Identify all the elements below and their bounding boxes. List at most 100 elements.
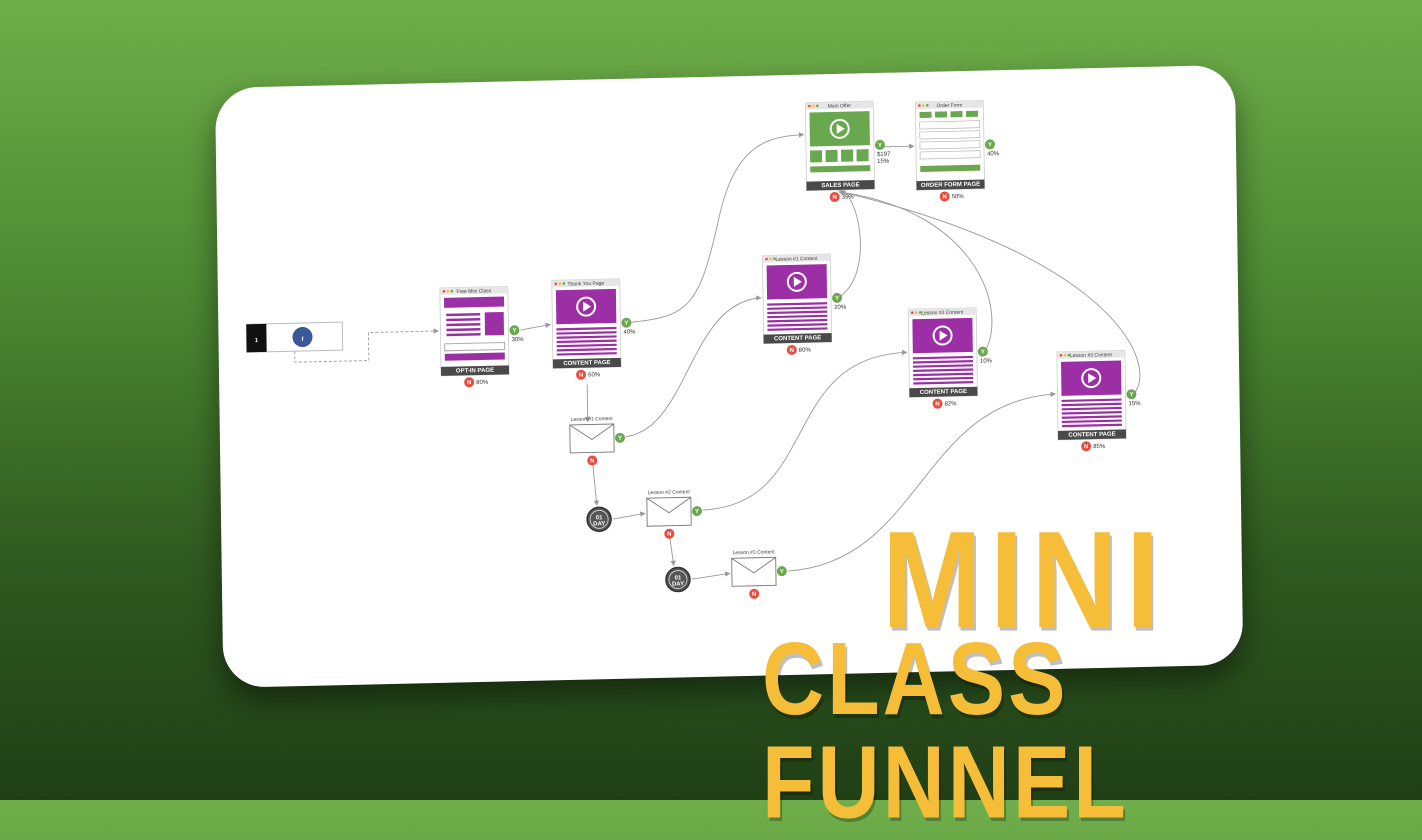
yes-badge-letter: Y (835, 296, 839, 302)
yes-badge-circle (874, 139, 885, 150)
yes-badge[interactable]: Y (1126, 389, 1137, 400)
yes-badge-circle (692, 506, 703, 517)
page-label-bar (909, 386, 978, 398)
window-dot (446, 289, 450, 293)
yes-badge[interactable]: Y (776, 566, 787, 577)
yes-percent: 30% (512, 337, 525, 343)
no-percent: 85% (1093, 444, 1106, 450)
no-badge-circle (464, 377, 475, 388)
text-line (1061, 402, 1122, 407)
yes-badge[interactable]: Y (832, 292, 843, 303)
text-line (556, 339, 617, 344)
connector-delay1-email2 (613, 511, 646, 520)
facebook-glyph: f (301, 337, 304, 343)
yes-badge[interactable]: Y (692, 506, 703, 517)
yes-badge-letter: Y (1129, 392, 1133, 398)
page-label: OPT-IN PAGE (456, 368, 494, 375)
source-number-box (246, 323, 267, 353)
text-line (767, 318, 828, 323)
email-label: Lesson #2 Content (648, 489, 691, 496)
no-badge-letter: N (832, 195, 836, 201)
no-badge-letter: N (579, 373, 583, 379)
no-badge[interactable]: N (576, 369, 587, 380)
page-header-text: Lesson #1 Content (775, 256, 818, 263)
bullet-line (446, 328, 481, 332)
form-field (919, 130, 981, 140)
step-tab (934, 111, 948, 118)
text-line (913, 364, 974, 368)
connector-email3-lesson3 (787, 391, 1056, 572)
text-line (1061, 406, 1122, 411)
no-badge[interactable]: N (587, 455, 598, 466)
page-label-bar (552, 357, 621, 369)
connector-email2-delay2 (668, 533, 676, 567)
page-label: CONTENT PAGE (774, 335, 821, 342)
no-badge[interactable]: N (932, 398, 943, 409)
connector-optin-thankyou (520, 322, 551, 331)
connector-lesson3-sales (840, 190, 1141, 395)
text-line (912, 355, 973, 360)
yes-badge[interactable]: Y (977, 346, 988, 357)
yes-badge-letter: Y (512, 328, 516, 334)
play-triangle (793, 276, 802, 287)
connector-email2-lesson2 (702, 349, 908, 511)
yes-badge[interactable]: Y (874, 139, 885, 150)
no-badge-letter: N (590, 458, 594, 464)
no-badge[interactable]: N (749, 588, 760, 599)
no-badge-circle (932, 398, 943, 409)
no-badge[interactable]: N (829, 191, 840, 202)
no-badge-circle (829, 191, 840, 202)
yes-badge[interactable]: Y (621, 317, 632, 328)
no-badge-circle (749, 588, 760, 599)
no-badge-circle (786, 344, 797, 355)
yes-badge[interactable]: Y (509, 325, 520, 336)
text-line (556, 331, 617, 335)
text-line (767, 302, 828, 306)
page-header-text: Lesson #3 Content (1070, 352, 1113, 359)
yes-badge[interactable]: Y (984, 139, 995, 150)
page-titlebar (805, 101, 874, 110)
no-badge[interactable]: N (939, 191, 950, 202)
no-badge[interactable]: N (786, 344, 797, 355)
connector-lesson1-sales (836, 185, 861, 299)
order-button (920, 164, 981, 173)
big-title: MINI CLASS FUNNEL (762, 511, 1302, 834)
page-label-bar (1057, 429, 1127, 440)
yes-badge-letter: Y (624, 321, 628, 327)
no-badge[interactable]: N (664, 528, 675, 539)
yes-badge[interactable]: Y (614, 432, 625, 443)
no-badge-letter: N (1084, 444, 1088, 450)
yes-badge-letter: Y (878, 143, 882, 149)
bullet-line (446, 318, 481, 322)
no-badge[interactable]: N (1081, 441, 1092, 452)
yes-percent: 20% (834, 305, 847, 311)
text-line (767, 323, 828, 327)
bullet-line (446, 323, 481, 327)
play-icon (1081, 368, 1102, 389)
play-triangle (939, 330, 948, 341)
page-titlebar (762, 254, 831, 263)
text-line (767, 310, 828, 315)
page-titlebar (439, 286, 508, 295)
no-badge[interactable]: N (464, 377, 475, 388)
play-icon (932, 325, 953, 346)
yes-badge-letter: Y (988, 142, 992, 148)
page-header-text: Thank You Page (567, 281, 604, 288)
text-line (913, 372, 974, 377)
title-line-1: MINI (882, 502, 1168, 658)
page-label-bar (763, 333, 832, 344)
